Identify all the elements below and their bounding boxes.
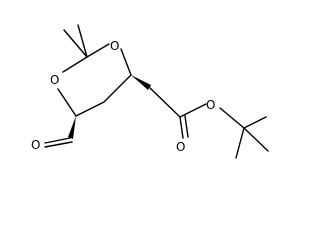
bond-cq-methyl-bottom (235, 127, 245, 159)
bond-c4-o3 (57, 88, 77, 117)
atom-label-o-aldehyde: O (31, 138, 40, 152)
structure-canvas: O O O O O (31, 24, 269, 159)
bond-c2-methyl-a (63, 29, 88, 58)
bond-cho-o-b (44, 141, 73, 148)
atom-label-o-ring-left: O (50, 73, 59, 87)
bond-cq-methyl-right (243, 127, 269, 152)
bond-carbonyl-o-b (184, 115, 189, 138)
bond-c2-methyl-b (77, 24, 88, 58)
atom-label-o-ring-top: O (110, 39, 119, 53)
bond-oester-cq (219, 107, 245, 129)
wedge-bond-c6 (131, 75, 151, 90)
bond-c5-c4 (75, 101, 105, 117)
bond-o3-c2 (62, 56, 88, 73)
bond-cho-o-a (44, 137, 71, 144)
atom-label-o-ester: O (206, 98, 215, 112)
bond-c6-c5 (103, 74, 132, 103)
bond-c2-o1 (86, 43, 110, 58)
bond-carbonyl-o-a (179, 116, 184, 139)
bond-carbonyl-oester (179, 103, 207, 118)
wedge-bond-c4 (68, 116, 76, 139)
molecule-structure: O O O O O (31, 24, 269, 159)
atom-label-o-carbonyl: O (176, 140, 185, 154)
bond-o1-c6 (120, 48, 132, 76)
bond-cq-methyl-top (243, 116, 267, 129)
bond-ch2-carbonyl (149, 87, 181, 118)
